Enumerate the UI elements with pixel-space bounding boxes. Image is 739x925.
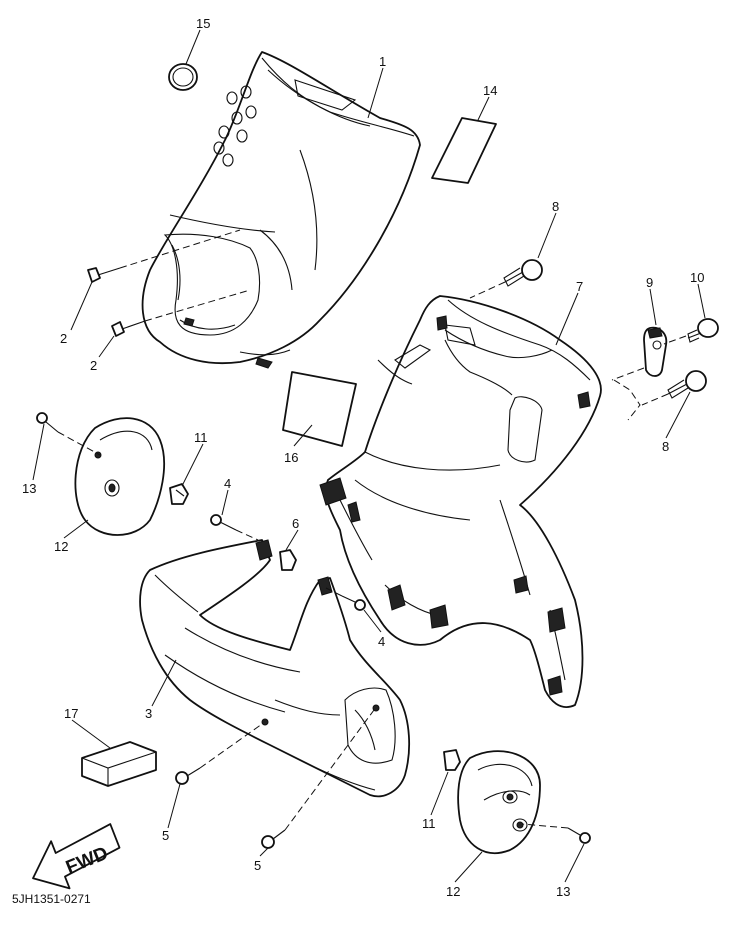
callout-13-lower: 13 (556, 884, 570, 899)
callout-7: 7 (576, 279, 583, 294)
part-6-nut (279, 549, 297, 571)
callout-16: 16 (284, 450, 298, 465)
part-10-screw (687, 318, 719, 343)
callout-3: 3 (145, 706, 152, 721)
part-1-front-cover (141, 51, 421, 369)
part-15-ring (168, 63, 198, 91)
callout-12-upper: 12 (54, 539, 68, 554)
callout-12-lower: 12 (446, 884, 460, 899)
part-8-screw-lower (667, 370, 707, 399)
part-12-side-cover-lower (457, 750, 541, 855)
part-4-screw-lower (341, 595, 366, 611)
callout-labels: 15 1 14 8 7 9 10 2 2 8 11 16 13 4 12 6 4… (22, 16, 704, 899)
part-11-nut-lower (443, 749, 461, 771)
fwd-arrow-icon: FWD (32, 823, 121, 890)
part-17-pad (81, 741, 157, 787)
callout-14: 14 (483, 83, 497, 98)
part-11-nut-upper (169, 483, 189, 505)
assembly-lines (57, 229, 687, 831)
callout-2-upper: 2 (60, 331, 67, 346)
part-3-lower-cover (139, 539, 410, 798)
part-9-clip (643, 326, 668, 377)
part-13-screw-upper (36, 412, 59, 433)
callout-4-upper: 4 (224, 476, 231, 491)
part-7-leg-shield (319, 295, 602, 708)
part-16-label (282, 371, 357, 447)
callout-13-upper: 13 (22, 481, 36, 496)
part-2-screw-upper (87, 267, 121, 283)
callout-9: 9 (646, 275, 653, 290)
callout-8-lower: 8 (662, 439, 669, 454)
callout-5-left: 5 (162, 828, 169, 843)
callout-11-upper: 11 (194, 430, 208, 445)
part-8-screw-upper (503, 259, 543, 287)
leader-lines (32, 29, 706, 883)
part-14-label (431, 117, 497, 184)
part-2-screw-lower (111, 320, 146, 337)
callout-17: 17 (64, 706, 78, 721)
part-12-side-cover-upper (74, 417, 166, 536)
diagram-code: 5JH1351-0271 (12, 892, 91, 906)
part-4-screw-upper (210, 514, 237, 531)
part-13-screw-lower (567, 827, 591, 844)
callout-2-lower: 2 (90, 358, 97, 373)
callout-8-upper: 8 (552, 199, 559, 214)
callout-10: 10 (690, 270, 704, 285)
callout-4-lower: 4 (378, 634, 385, 649)
callout-1: 1 (379, 54, 386, 69)
callout-11-lower: 11 (422, 816, 436, 831)
part-5-screw-right (261, 829, 286, 849)
part-5-screw-left (175, 767, 201, 785)
callout-5-right: 5 (254, 858, 261, 873)
callout-6: 6 (292, 516, 299, 531)
callout-15: 15 (196, 16, 210, 31)
